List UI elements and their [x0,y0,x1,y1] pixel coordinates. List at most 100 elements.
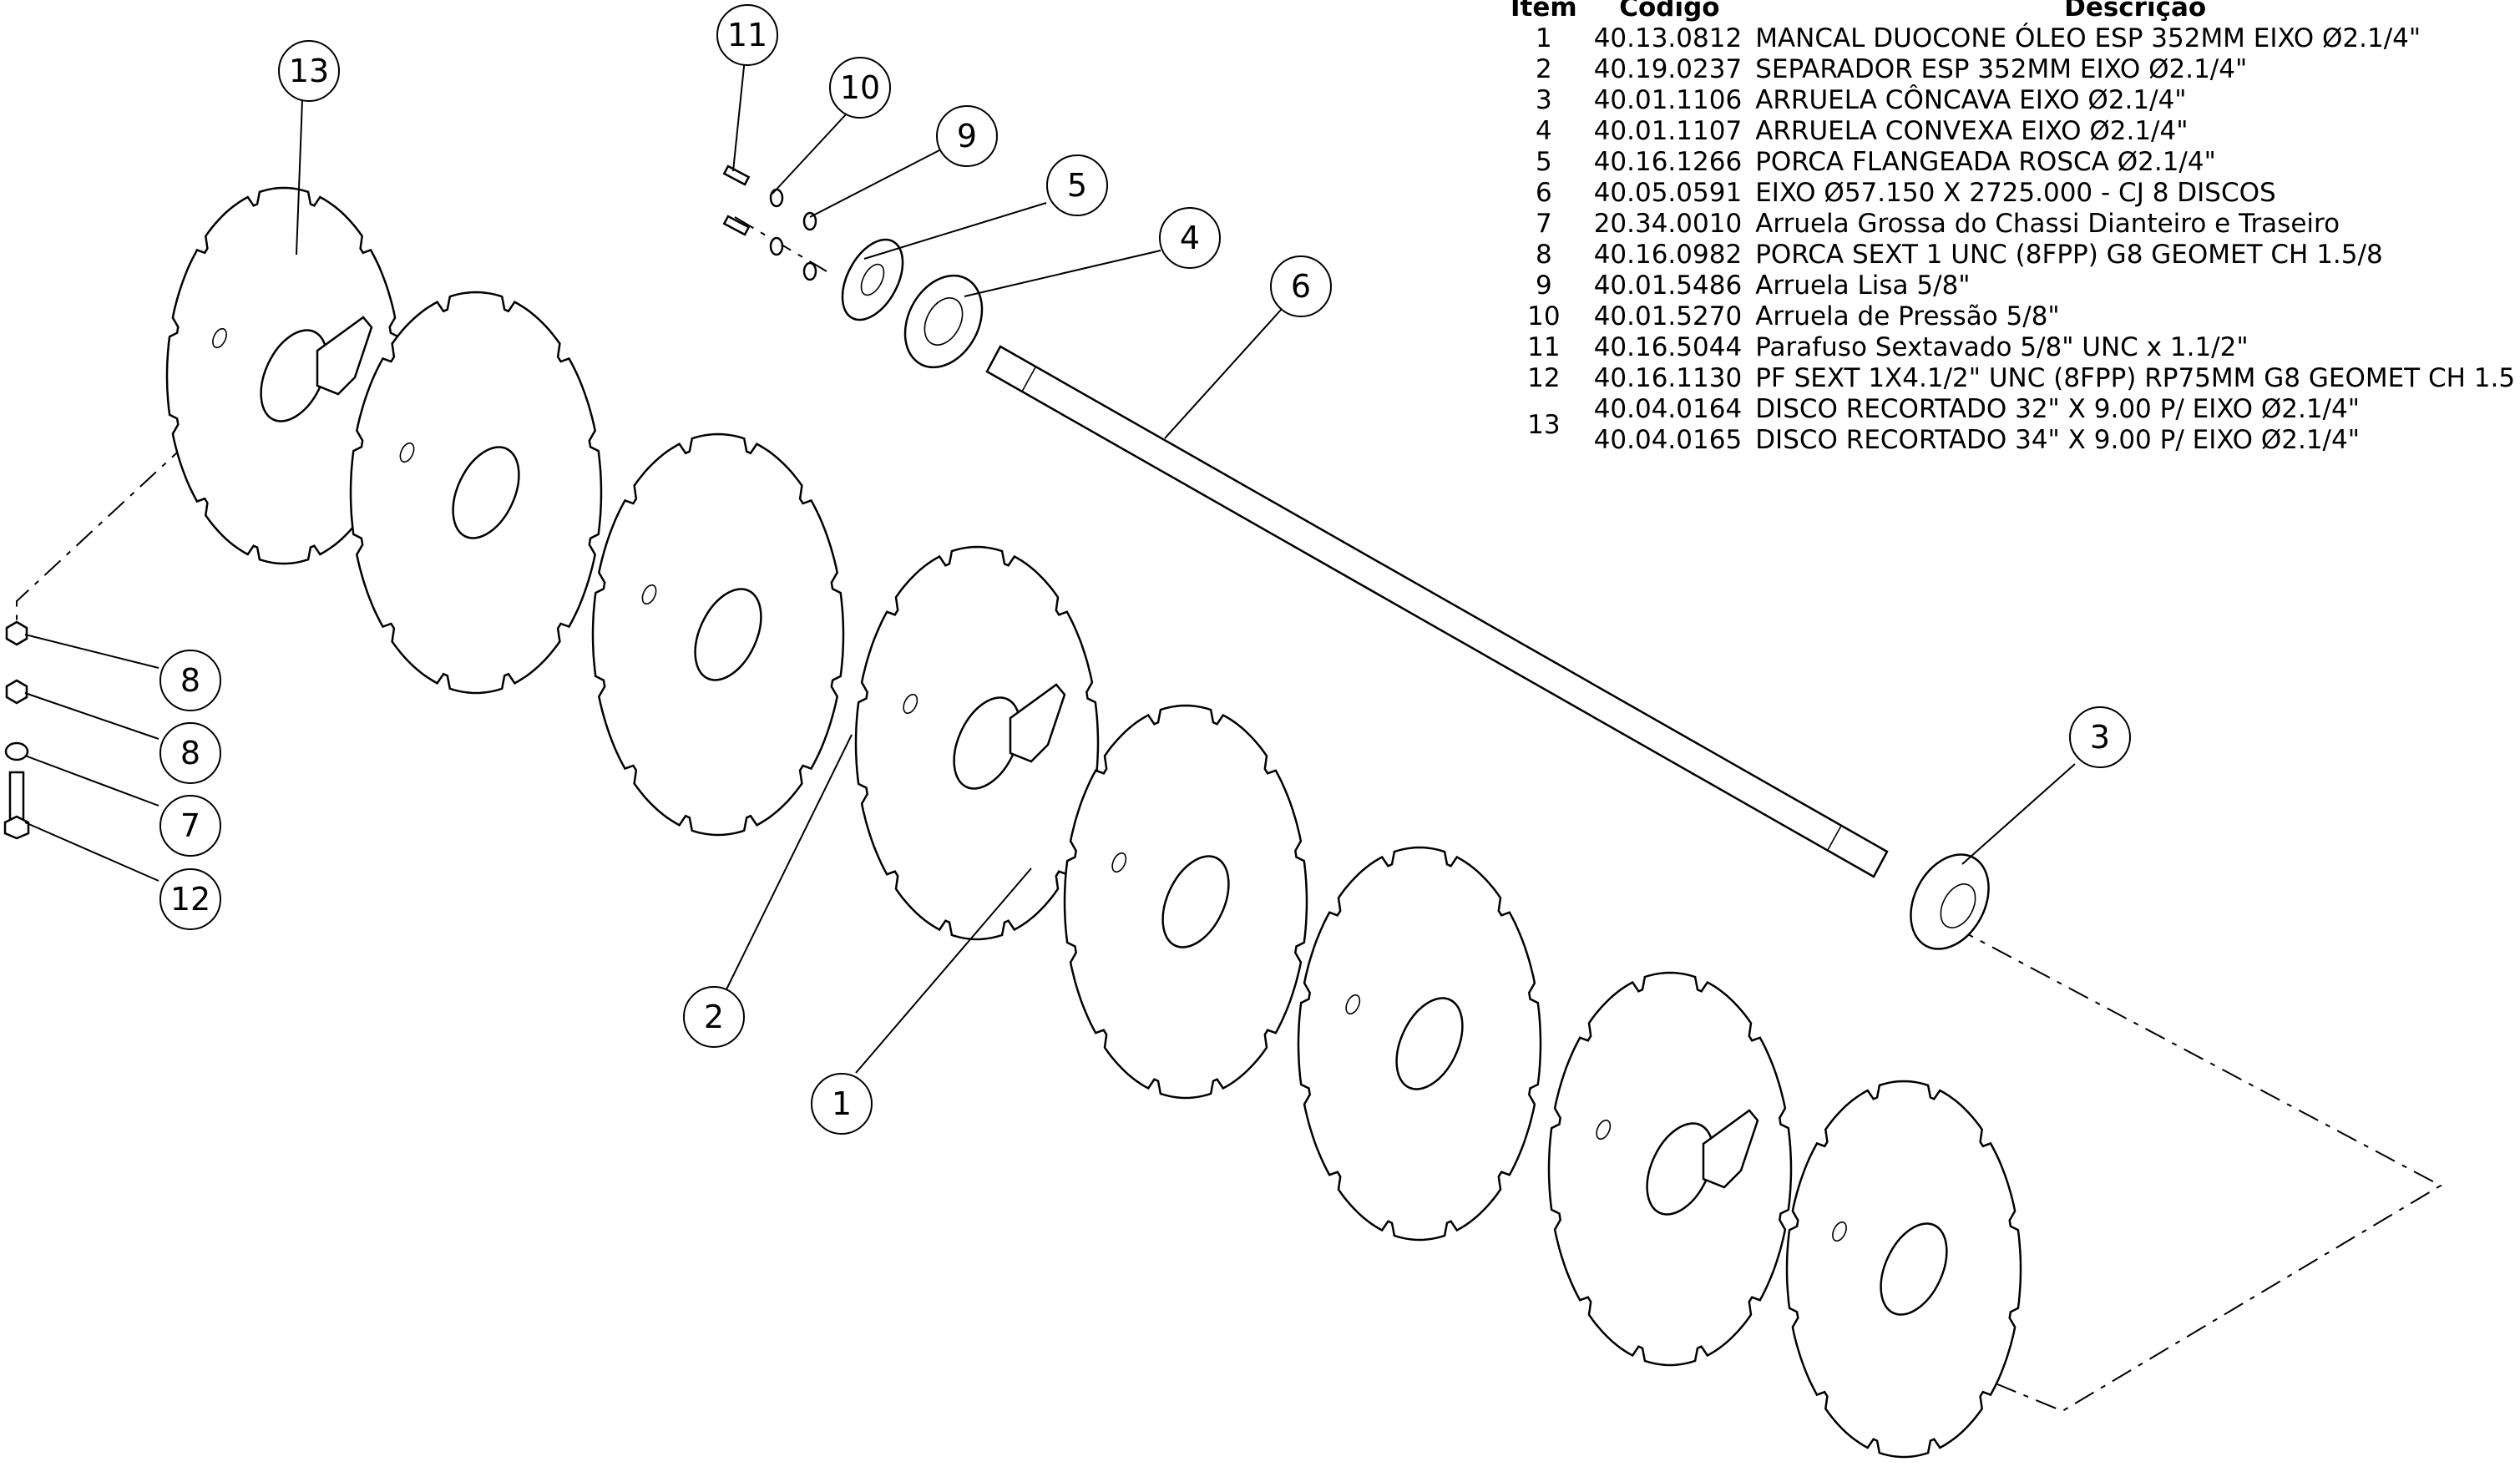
bom-row: 11 40.16.5044 Parafuso Sextavado 5/8" UNC … [1499,332,2520,363]
bom-item-number: 7 [1535,209,1552,239]
bom-row: 40.04.0165 DISCO RECORTADO 34" X 9.00 P/ … [1499,425,2520,456]
spacer-hub [1880,1222,1948,1316]
balloon-13: 13 [278,40,340,102]
svg-text:12: 12 [170,881,210,918]
spacer-hub [1161,855,1230,948]
bom-item-code: 40.16.1130 [1593,363,1743,393]
bom-item-number: 3 [1535,85,1552,115]
bom-item-code: 40.16.5044 [1593,332,1743,362]
bom-item-code: 40.04.0165 [1593,425,1743,455]
bom-item-description: PORCA FLANGEADA ROSCA Ø2.1/4" [1755,147,2216,177]
bom-item-number: 1 [1535,23,1552,53]
bearing-bracket [1009,683,1066,763]
bom-header-code: Código [1619,0,1720,23]
svg-text:8: 8 [180,662,200,699]
bom-item-code: 40.04.0164 [1593,394,1743,424]
spacer-hub [1395,997,1464,1090]
bom-item-code: 20.34.0010 [1593,209,1743,239]
svg-text:4: 4 [1180,220,1200,256]
spacer-hub [694,588,762,681]
exploded-assembly-drawing: 13 11 10 9 5 4 6 3 8 8 7 12 2 1 [3,4,2443,1459]
balloon-5: 5 [1046,154,1108,216]
balloon-7: 7 [159,795,221,857]
svg-text:9: 9 [957,118,977,154]
lock-washer [769,188,784,256]
hex-nut-upper [5,620,28,646]
svg-text:7: 7 [180,807,200,844]
bom-row: 6 40.05.0591 EIXO Ø57.150 X 2725.000 - CJ … [1499,178,2520,209]
bom-item-code: 40.01.5270 [1593,301,1743,331]
bom-item-description: Arruela Lisa 5/8" [1755,271,1971,301]
balloon-8-lower: 8 [159,722,221,784]
balloon-4: 4 [1159,207,1221,269]
hex-bolt [3,771,30,840]
bom-row: 5 40.16.1266 PORCA FLANGEADA ROSCA Ø2.1/4" [1499,147,2520,178]
disc-hole [641,584,657,605]
disc-hole [212,327,227,349]
disc-hole [399,442,415,463]
balloon-6: 6 [1270,255,1332,317]
balloon-1: 1 [811,1073,873,1135]
bearing-bracket [1702,1109,1759,1189]
bom-item-description: DISCO RECORTADO 34" X 9.00 P/ EIXO Ø2.1/… [1755,425,2360,455]
bom-row: 3 40.01.1106 ARRUELA CÔNCAVA EIXO Ø2.1/4" [1499,85,2520,116]
balloon-12: 12 [159,868,221,930]
bom-item-number: 6 [1535,178,1552,208]
bolt-small [722,164,751,236]
bom-header-item: Item [1510,0,1577,23]
balloon-3: 3 [2069,706,2131,768]
svg-text:3: 3 [2090,719,2110,756]
concave-washer [1910,853,1990,950]
bom-row: 4 40.01.1107 ARRUELA CONVEXA EIXO Ø2.1/4" [1499,116,2520,147]
bom-item-description: Parafuso Sextavado 5/8" UNC x 1.1/2" [1755,332,2249,362]
bom-item-code: 40.01.5486 [1593,271,1743,301]
svg-text:5: 5 [1067,167,1087,204]
bom-item-number: 10 [1527,301,1561,331]
flat-washer [802,211,817,281]
bom-item-number: 5 [1535,147,1552,177]
bom-item-code: 40.01.1106 [1593,85,1743,115]
bom-item-description: EIXO Ø57.150 X 2725.000 - CJ 8 DISCOS [1755,178,2276,208]
svg-text:1: 1 [832,1085,852,1122]
disc-group [165,186,2022,1459]
bom-header-row: Item Código Descrição [1499,0,2520,23]
bom-item-code: 40.16.1266 [1593,147,1743,177]
bom-item-description: Arruela Grossa do Chassi Dianteiro e Tra… [1755,209,2340,239]
flange-nut [841,238,904,321]
bom-item-description: DISCO RECORTADO 32" X 9.00 P/ EIXO Ø2.1/… [1755,394,2360,424]
bom-item-number: 11 [1527,332,1561,362]
bom-item-description: ARRUELA CÔNCAVA EIXO Ø2.1/4" [1755,85,2187,115]
bom-item-description: MANCAL DUOCONE ÓLEO ESP 352MM EIXO Ø2.1/… [1755,23,2421,53]
svg-text:11: 11 [727,17,767,53]
bom-item-code: 40.01.1107 [1593,116,1743,146]
spacer-hub [452,446,520,539]
bom-item-number: 4 [1535,116,1552,146]
bearing-bracket [316,316,373,396]
disc-hole [1596,1119,1612,1141]
bom-row: 12 40.16.1130 PF SEXT 1X4.1/2" UNC (8FPP) … [1499,363,2520,394]
bom-item-number: 13 [1527,409,1561,440]
disc-hole [1832,1221,1847,1242]
hex-nut-lower [5,679,28,705]
bom-row: 9 40.01.5486 Arruela Lisa 5/8" [1499,271,2520,301]
leader-lines [24,58,2076,1074]
bom-item-description: ARRUELA CONVEXA EIXO Ø2.1/4" [1755,116,2189,146]
svg-text:13: 13 [289,53,329,89]
bom-item-code: 40.05.0591 [1593,178,1743,208]
bom-item-description: PF SEXT 1X4.1/2" UNC (8FPP) RP75MM G8 GE… [1755,363,2516,393]
disc-hole [1111,852,1127,873]
bom-header-description: Descrição [2064,0,2207,23]
bom-item-number: 12 [1527,363,1561,393]
bom-row: 13 40.04.0164 DISCO RECORTADO 32" X 9.00 P… [1499,394,2520,440]
bom-item-number: 9 [1535,271,1552,301]
convex-washer [903,274,984,369]
svg-text:8: 8 [180,735,200,771]
balloon-11: 11 [716,4,778,66]
balloon-group: 13 11 10 9 5 4 6 3 8 8 7 12 2 1 [159,4,2131,1135]
